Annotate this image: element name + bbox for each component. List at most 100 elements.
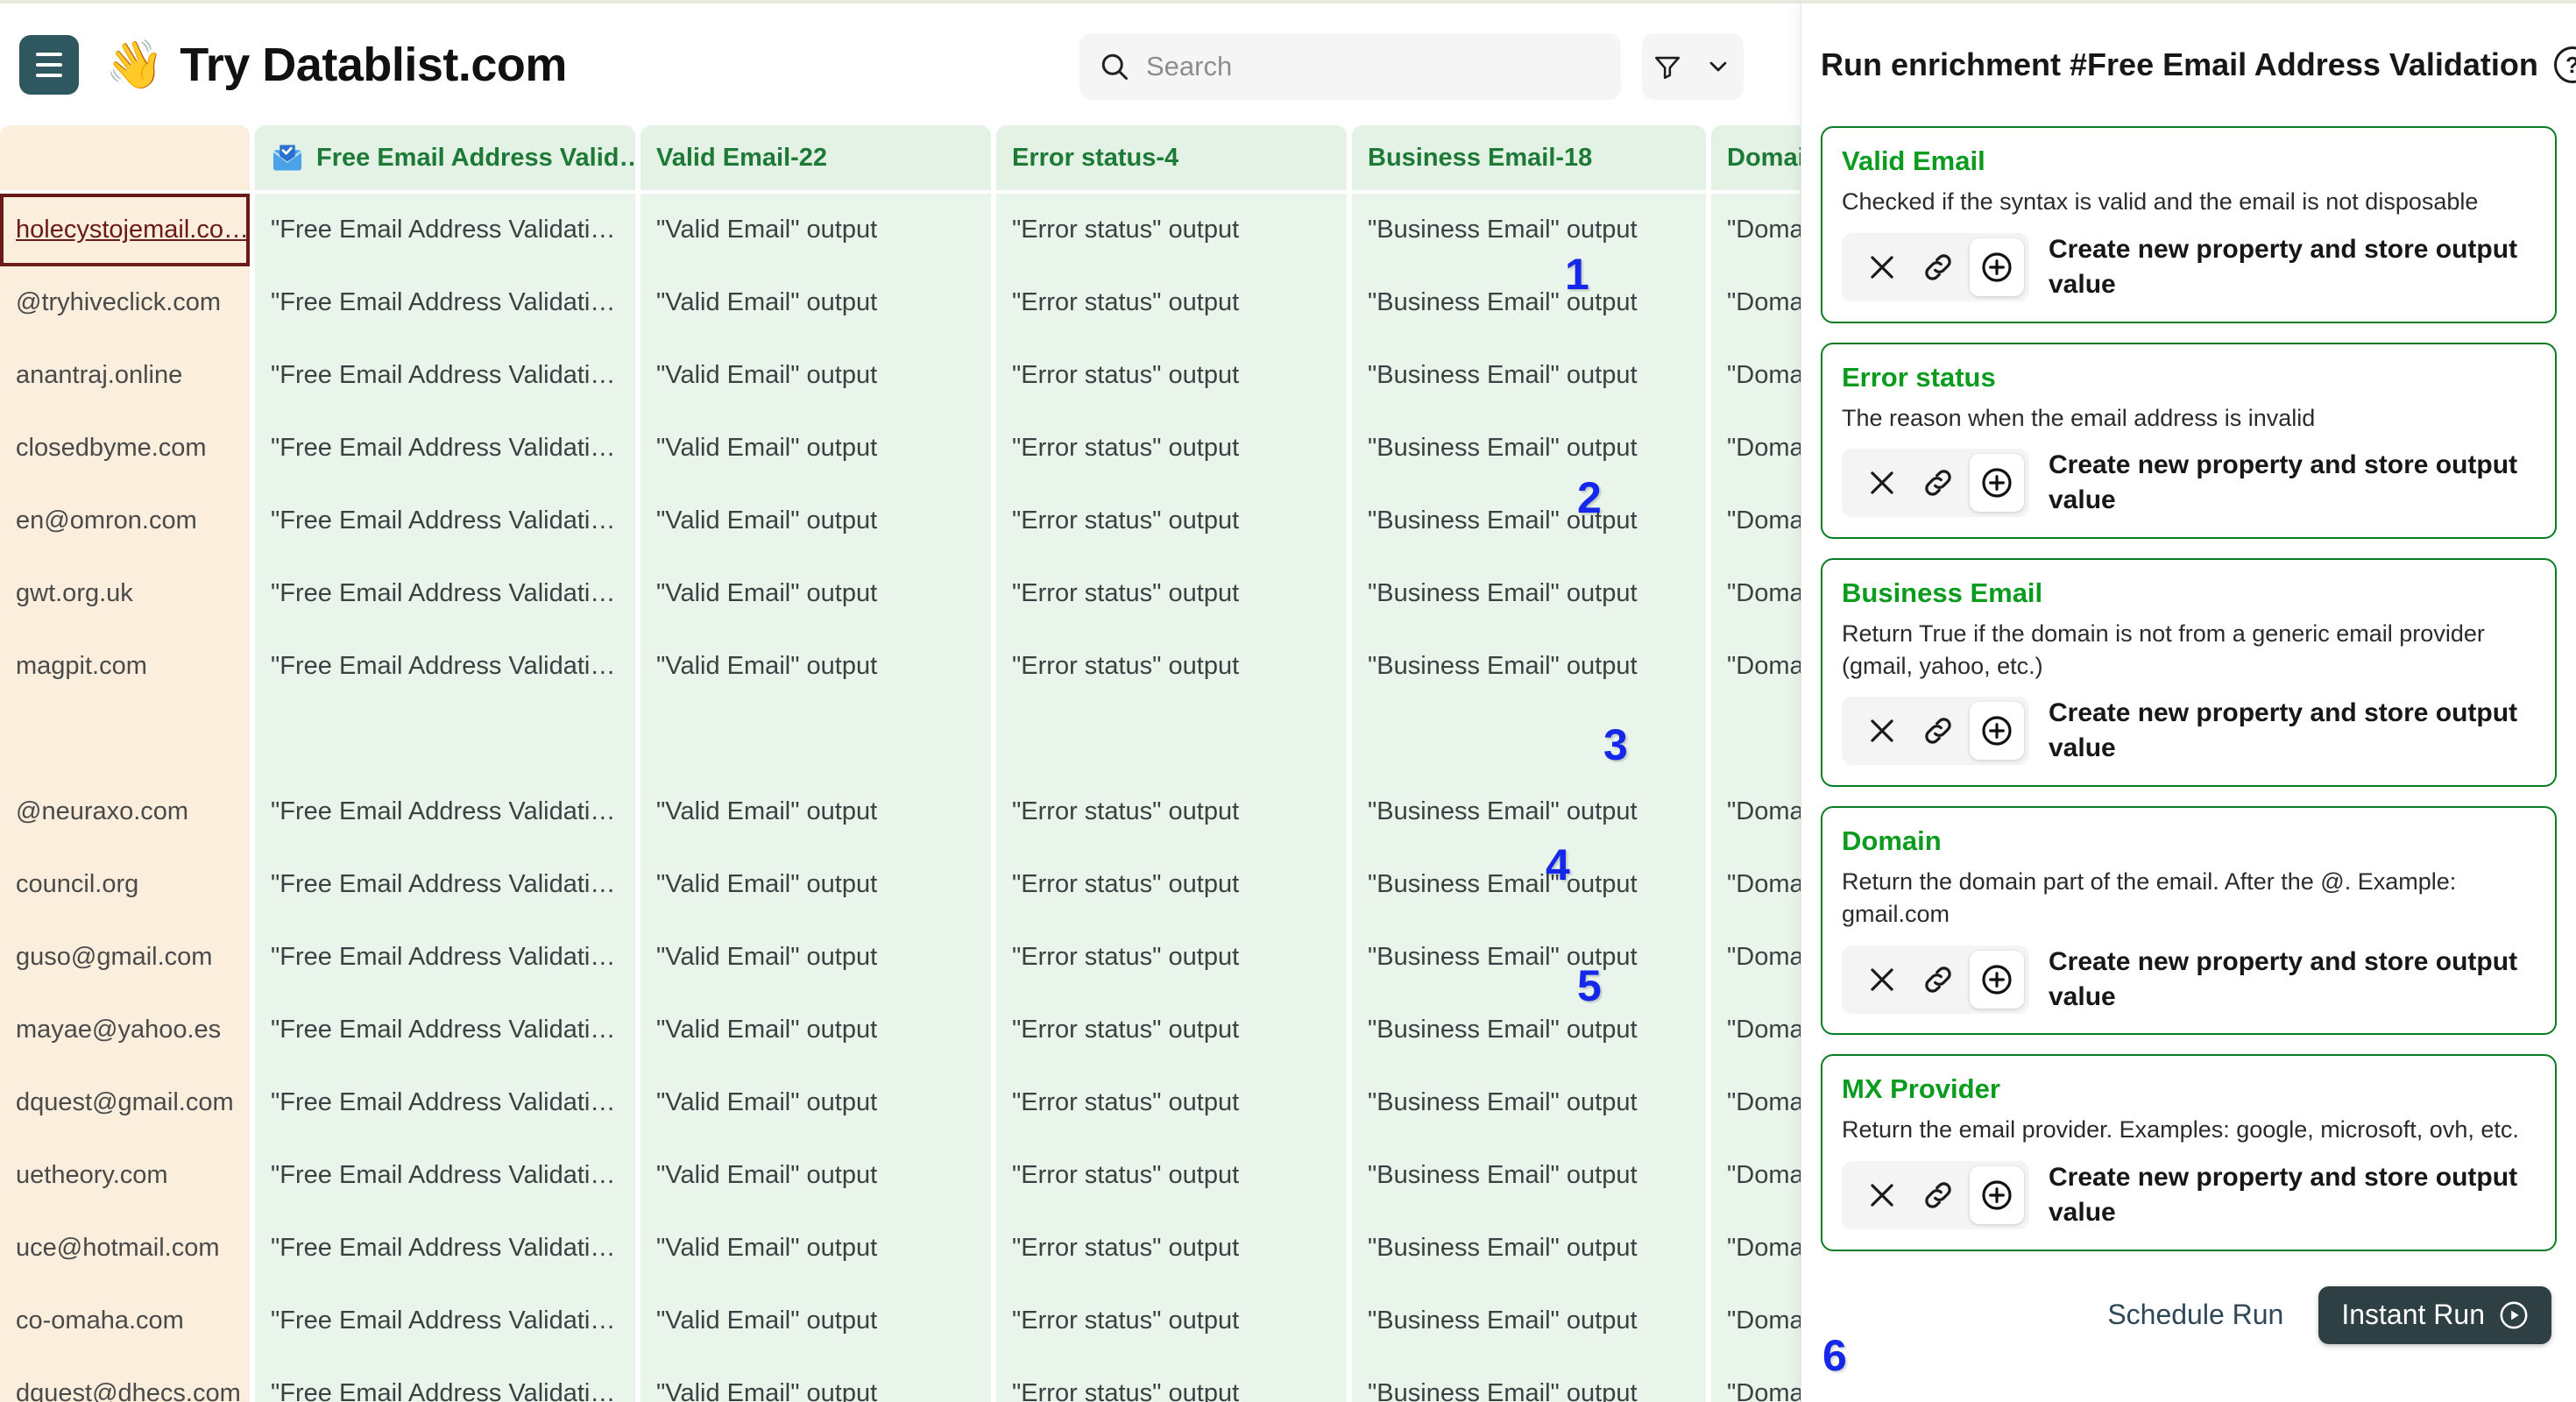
table-row[interactable]: gwt.org.uk"Free Email Address Validati…"…: [0, 557, 1801, 630]
cell-error-status[interactable]: "Error status" output: [996, 1066, 1347, 1139]
cell-error-status[interactable]: "Error status" output: [996, 412, 1347, 485]
table-row[interactable]: guso@gmail.com"Free Email Address Valida…: [0, 921, 1801, 994]
cell-business-email[interactable]: "Business Email" output: [1352, 485, 1706, 557]
cell-email[interactable]: gwt.org.uk: [0, 557, 250, 630]
column-header-email[interactable]: [0, 125, 250, 190]
table-row[interactable]: co-omaha.com"Free Email Address Validati…: [0, 1285, 1801, 1357]
cell-email[interactable]: anantraj.online: [0, 339, 250, 412]
table-row[interactable]: anantraj.online"Free Email Address Valid…: [0, 339, 1801, 412]
add-property-button[interactable]: [1970, 950, 2024, 1009]
cell-business-email[interactable]: "Business Email" output: [1352, 848, 1706, 921]
add-property-button[interactable]: [1970, 1166, 2024, 1225]
search-input[interactable]: Search: [1079, 33, 1621, 100]
table-row[interactable]: uce@hotmail.com"Free Email Address Valid…: [0, 1212, 1801, 1285]
column-header-domain-21[interactable]: Domain-21: [1711, 125, 1801, 190]
column-header-free-email-address-validation[interactable]: Free Email Address Valid…: [255, 125, 635, 190]
cell-free-email-address-validation[interactable]: "Free Email Address Validati…: [255, 485, 635, 557]
cell-domain[interactable]: "Domain" ou: [1711, 994, 1801, 1066]
cell-business-email[interactable]: "Business Email" output: [1352, 412, 1706, 485]
cell-domain[interactable]: "Domain" ou: [1711, 1285, 1801, 1357]
cell-business-email[interactable]: "Business Email" output: [1352, 339, 1706, 412]
instant-run-button[interactable]: Instant Run: [2318, 1285, 2551, 1344]
cell-domain[interactable]: "Domain" ou: [1711, 485, 1801, 557]
cell-free-email-address-validation[interactable]: [255, 703, 635, 775]
cell-email[interactable]: holecystojemail.co…: [0, 194, 250, 266]
cell-domain[interactable]: [1711, 703, 1801, 775]
cell-domain[interactable]: "Domain" ou: [1711, 557, 1801, 630]
add-property-button[interactable]: [1970, 702, 2024, 761]
cell-email[interactable]: uetheory.com: [0, 1139, 250, 1212]
cell-error-status[interactable]: "Error status" output: [996, 994, 1347, 1066]
cell-business-email[interactable]: "Business Email" output: [1352, 194, 1706, 266]
cell-valid-email[interactable]: "Valid Email" output: [640, 1139, 991, 1212]
close-icon[interactable]: [1858, 1171, 1907, 1220]
cell-email[interactable]: co-omaha.com: [0, 1285, 250, 1357]
hamburger-menu-icon[interactable]: [19, 34, 79, 95]
cell-free-email-address-validation[interactable]: "Free Email Address Validati…: [255, 994, 635, 1066]
cell-business-email[interactable]: [1352, 703, 1706, 775]
table-row[interactable]: @tryhiveclick.com"Free Email Address Val…: [0, 266, 1801, 339]
cell-domain[interactable]: "Domain" ou: [1711, 1357, 1801, 1402]
cell-error-status[interactable]: "Error status" output: [996, 1285, 1347, 1357]
table-row[interactable]: magpit.com"Free Email Address Validati…"…: [0, 630, 1801, 703]
cell-email[interactable]: closedbyme.com: [0, 412, 250, 485]
cell-valid-email[interactable]: "Valid Email" output: [640, 194, 991, 266]
cell-error-status[interactable]: [996, 703, 1347, 775]
column-header-error-status-4[interactable]: Error status-4: [996, 125, 1347, 190]
cell-free-email-address-validation[interactable]: "Free Email Address Validati…: [255, 1212, 635, 1285]
table-row[interactable]: closedbyme.com"Free Email Address Valida…: [0, 412, 1801, 485]
table-row[interactable]: dquest@dhecs.com"Free Email Address Vali…: [0, 1357, 1801, 1402]
cell-email[interactable]: en@omron.com: [0, 485, 250, 557]
cell-domain[interactable]: "Domain" ou: [1711, 848, 1801, 921]
table-row[interactable]: en@omron.com"Free Email Address Validati…: [0, 485, 1801, 557]
cell-email[interactable]: dquest@dhecs.com: [0, 1357, 250, 1402]
cell-error-status[interactable]: "Error status" output: [996, 775, 1347, 848]
cell-email[interactable]: council.org: [0, 848, 250, 921]
table-row[interactable]: [0, 703, 1801, 775]
cell-error-status[interactable]: "Error status" output: [996, 1139, 1347, 1212]
cell-domain[interactable]: "Domain" ou: [1711, 921, 1801, 994]
table-row[interactable]: mayae@yahoo.es"Free Email Address Valida…: [0, 994, 1801, 1066]
link-icon[interactable]: [1914, 458, 1963, 507]
cell-free-email-address-validation[interactable]: "Free Email Address Validati…: [255, 775, 635, 848]
cell-email[interactable]: @neuraxo.com: [0, 775, 250, 848]
cell-email[interactable]: uce@hotmail.com: [0, 1212, 250, 1285]
cell-business-email[interactable]: "Business Email" output: [1352, 1285, 1706, 1357]
cell-valid-email[interactable]: "Valid Email" output: [640, 339, 991, 412]
cell-error-status[interactable]: "Error status" output: [996, 1212, 1347, 1285]
cell-free-email-address-validation[interactable]: "Free Email Address Validati…: [255, 1066, 635, 1139]
cell-error-status[interactable]: "Error status" output: [996, 557, 1347, 630]
cell-valid-email[interactable]: [640, 703, 991, 775]
cell-free-email-address-validation[interactable]: "Free Email Address Validati…: [255, 630, 635, 703]
cell-valid-email[interactable]: "Valid Email" output: [640, 630, 991, 703]
cell-valid-email[interactable]: "Valid Email" output: [640, 921, 991, 994]
filter-icon[interactable]: [1647, 46, 1688, 87]
column-header-valid-email-22[interactable]: Valid Email-22: [640, 125, 991, 190]
cell-email[interactable]: @tryhiveclick.com: [0, 266, 250, 339]
cell-business-email[interactable]: "Business Email" output: [1352, 1139, 1706, 1212]
output-target-selector[interactable]: [1842, 232, 2029, 301]
cell-valid-email[interactable]: "Valid Email" output: [640, 485, 991, 557]
cell-valid-email[interactable]: "Valid Email" output: [640, 412, 991, 485]
cell-valid-email[interactable]: "Valid Email" output: [640, 1212, 991, 1285]
cell-free-email-address-validation[interactable]: "Free Email Address Validati…: [255, 339, 635, 412]
link-icon[interactable]: [1914, 955, 1963, 1004]
cell-valid-email[interactable]: "Valid Email" output: [640, 994, 991, 1066]
cell-email[interactable]: dquest@gmail.com: [0, 1066, 250, 1139]
add-property-button[interactable]: [1970, 454, 2024, 513]
cell-domain[interactable]: "Domain" ou: [1711, 1212, 1801, 1285]
cell-business-email[interactable]: "Business Email" output: [1352, 775, 1706, 848]
cell-domain[interactable]: "Domain" ou: [1711, 775, 1801, 848]
cell-business-email[interactable]: "Business Email" output: [1352, 630, 1706, 703]
table-row[interactable]: uetheory.com"Free Email Address Validati…: [0, 1139, 1801, 1212]
cell-error-status[interactable]: "Error status" output: [996, 1357, 1347, 1402]
cell-business-email[interactable]: "Business Email" output: [1352, 557, 1706, 630]
cell-domain[interactable]: "Domain" ou: [1711, 1139, 1801, 1212]
chevron-down-icon[interactable]: [1698, 46, 1738, 87]
cell-business-email[interactable]: "Business Email" output: [1352, 921, 1706, 994]
cell-valid-email[interactable]: "Valid Email" output: [640, 266, 991, 339]
column-header-business-email-18[interactable]: Business Email-18: [1352, 125, 1706, 190]
cell-business-email[interactable]: "Business Email" output: [1352, 266, 1706, 339]
cell-business-email[interactable]: "Business Email" output: [1352, 994, 1706, 1066]
cell-free-email-address-validation[interactable]: "Free Email Address Validati…: [255, 1285, 635, 1357]
